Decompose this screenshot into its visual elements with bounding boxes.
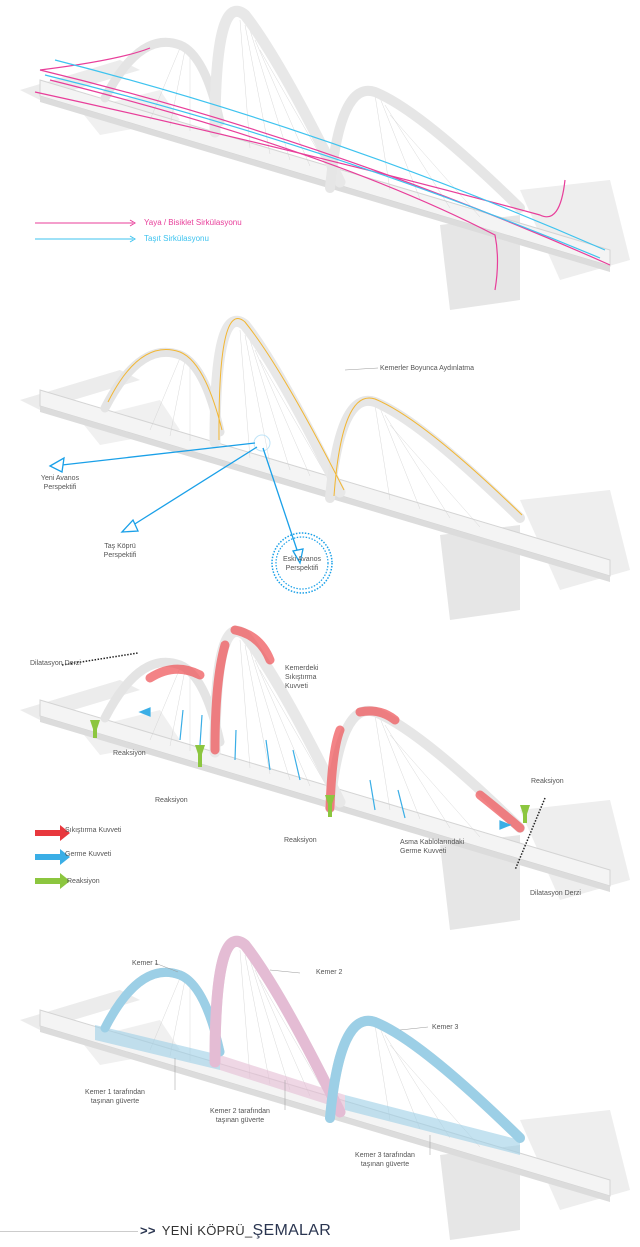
- reaction-arrows: [90, 720, 530, 823]
- panel-circulation: [20, 11, 630, 310]
- arch-1-label: Kemer 1: [132, 960, 159, 967]
- panel-arch-decks: [20, 941, 630, 1240]
- tension-arrows: [138, 707, 512, 830]
- joint-label-left: Dilatasyon Derzi: [30, 660, 81, 667]
- legend-vehicle: Taşıt Sirkülasyonu: [144, 234, 209, 243]
- joint-label-right: Dilatasyon Derzi: [530, 890, 581, 897]
- tension-legend-arrow: [35, 849, 70, 865]
- reaction-legend-arrow: [35, 873, 70, 889]
- footer-title: >>YENİ KÖPRÜ_ŞEMALAR: [140, 1222, 332, 1239]
- footer-rule: [0, 1231, 138, 1232]
- arch-3: [325, 1015, 525, 1143]
- arch-1: [100, 967, 225, 1057]
- panel-forces: [20, 625, 630, 930]
- arch-2: [209, 935, 346, 1118]
- reaction-label: Reaksiyon: [155, 797, 188, 804]
- bridge-drawing: [20, 11, 630, 310]
- arch-3-label: Kemer 3: [432, 1024, 459, 1031]
- pedestrian-route: [34, 91, 566, 218]
- panel-perspectives: [20, 319, 630, 620]
- lighting-label: Kemerler Boyunca Aydınlatma: [380, 365, 475, 372]
- reaction-label: Reaksiyon: [113, 750, 146, 757]
- compression-legend-arrow: [35, 825, 70, 841]
- reaction-label: Reaksiyon: [531, 778, 564, 785]
- reaction-label: Reaksiyon: [284, 837, 317, 844]
- legend-reaction: Reaksiyon: [67, 878, 100, 885]
- legend-pedestrian: Yaya / Bisiklet Sirkülasyonu: [144, 218, 242, 227]
- arch-2-label: Kemer 2: [316, 969, 343, 976]
- legend-compression: Sıkıştırma Kuvveti: [65, 827, 122, 834]
- arch-lighting: [107, 318, 523, 516]
- vehicle-route: [54, 59, 606, 251]
- legend-tension: Germe Kuvveti: [65, 851, 112, 858]
- view-arrows: [48, 442, 333, 594]
